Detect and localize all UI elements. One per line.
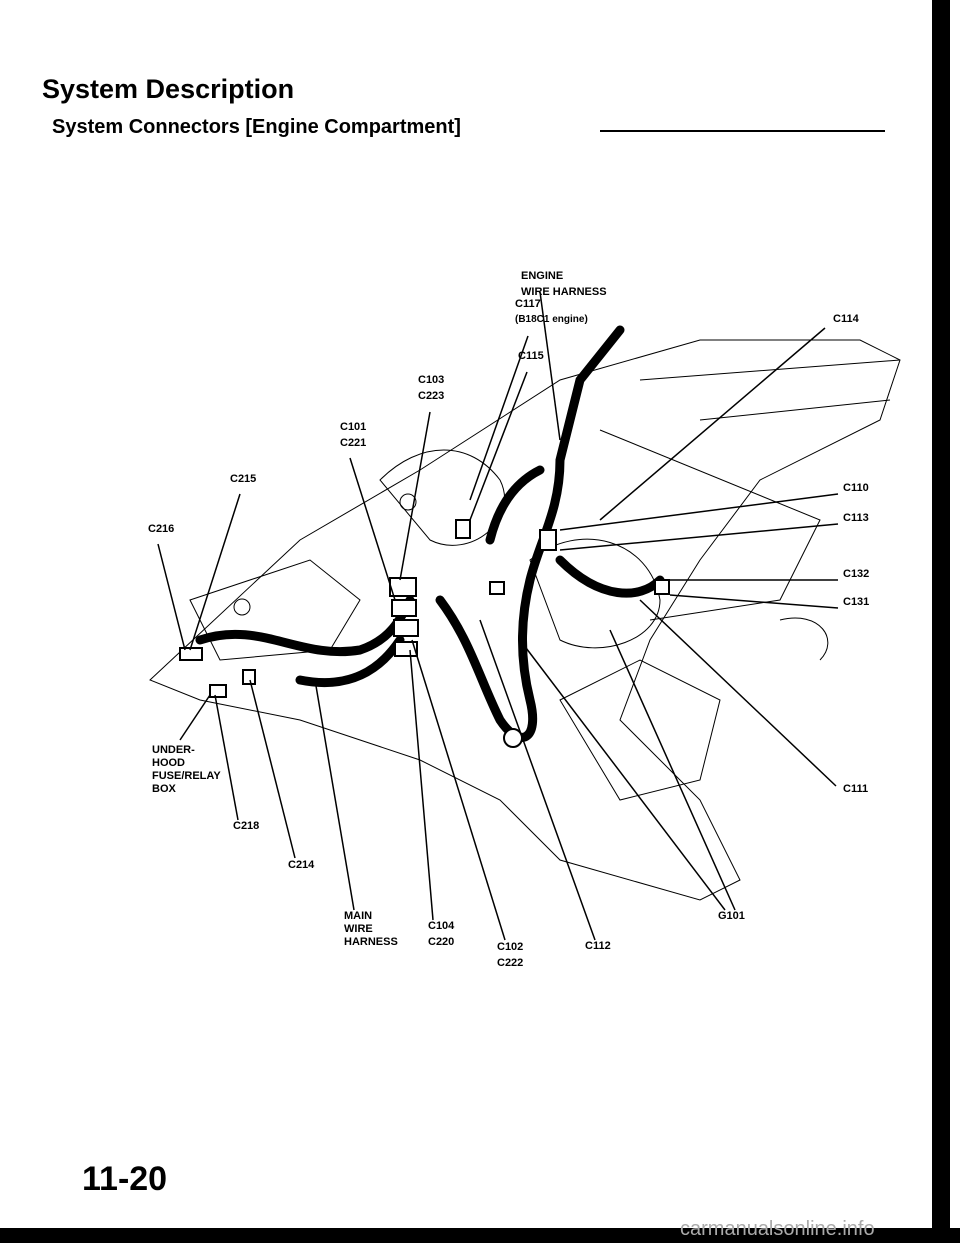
connector-blocks xyxy=(179,519,670,748)
engine-outline-sketch xyxy=(149,339,901,901)
label-line: BOX xyxy=(152,783,176,795)
label-c114: C114 xyxy=(833,313,859,325)
label-c214: C214 xyxy=(288,859,315,871)
page-title: System Description xyxy=(42,74,295,104)
label-c218: C218 xyxy=(233,820,260,832)
label-engine-wire-harness: ENGINE WIRE HARNESS xyxy=(521,268,607,300)
watermark: carmanualsonline.info xyxy=(680,1218,875,1240)
label-c131: C131 xyxy=(843,596,870,608)
label-c111: C111 xyxy=(843,783,869,795)
page-number: 11-20 xyxy=(82,1160,168,1198)
label-g101: G101 xyxy=(718,910,745,922)
label-c117: C117 (B18C1 engine) xyxy=(515,296,588,328)
label-c103-c223: C103 C223 xyxy=(418,372,444,404)
page-edge-bar xyxy=(932,0,950,1230)
label-c113: C113 xyxy=(843,512,869,524)
label-line: HOOD xyxy=(152,757,185,769)
label-c115: C115 xyxy=(518,350,544,362)
label-line: FUSE/RELAY xyxy=(152,770,221,782)
section-subtitle: System Connectors [Engine Compartment] xyxy=(52,116,461,138)
label-line: C222 xyxy=(497,957,524,969)
label-line: C220 xyxy=(428,936,455,948)
leader-lines xyxy=(157,291,839,941)
label-line: UNDER- xyxy=(152,744,195,756)
label-line: C223 xyxy=(418,390,445,402)
label-line: C103 xyxy=(418,374,445,386)
label-c110: C110 xyxy=(843,482,869,494)
label-line: C221 xyxy=(340,437,367,449)
label-c101-c221: C101 C221 xyxy=(340,419,366,451)
label-line: WIRE HARNESS xyxy=(521,286,607,298)
label-c216: C216 xyxy=(148,523,175,535)
label-main-wire-harness: MAIN WIRE HARNESS xyxy=(344,910,398,949)
label-c215: C215 xyxy=(230,473,257,485)
label-c104-c220: C104 C220 xyxy=(428,918,454,950)
label-c102-c222: C102 C222 xyxy=(497,939,523,971)
label-line: C102 xyxy=(497,941,524,953)
subtitle-rule xyxy=(600,130,885,132)
label-line: (B18C1 engine) xyxy=(515,314,588,325)
label-line: MAIN xyxy=(344,910,373,922)
label-c132: C132 xyxy=(843,568,870,580)
page-bottom-edge xyxy=(0,1228,960,1243)
label-line: C104 xyxy=(428,920,455,932)
label-line: C117 xyxy=(515,298,541,310)
label-underhood-fuse-relay-box: UNDER- HOOD FUSE/RELAY BOX xyxy=(152,744,221,796)
label-c112: C112 xyxy=(585,940,611,952)
label-line: HARNESS xyxy=(344,936,398,948)
label-line: C101 xyxy=(340,421,367,433)
label-line: WIRE xyxy=(344,923,373,935)
label-line: ENGINE xyxy=(521,270,564,282)
